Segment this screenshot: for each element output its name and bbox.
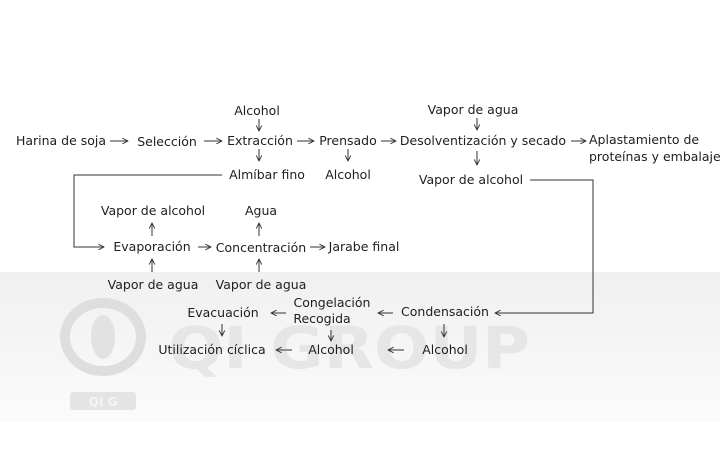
- node-alcohol-prensado: Alcohol: [325, 167, 371, 182]
- node-harina-de-soja: Harina de soja: [16, 133, 106, 148]
- node-jarabe-final: Jarabe final: [328, 239, 400, 254]
- arrows: [73, 118, 594, 350]
- company-logo-icon: [60, 298, 146, 410]
- node-aplastamiento-line2: proteínas y embalaje: [589, 149, 720, 164]
- node-vapor-de-agua-conc: Vapor de agua: [216, 277, 307, 292]
- node-evaporacion: Evaporación: [113, 239, 190, 254]
- node-vapor-de-alcohol-right: Vapor de alcohol: [419, 172, 523, 187]
- node-vapor-de-alcohol-evap: Vapor de alcohol: [101, 203, 205, 218]
- connector-vapor-condensacion: [495, 179, 594, 313]
- node-evacuacion: Evacuación: [187, 305, 258, 320]
- node-extraccion: Extracción: [227, 133, 293, 148]
- node-agua: Agua: [245, 203, 277, 218]
- node-congelacion: Congelación: [294, 295, 371, 310]
- node-seleccion: Selección: [137, 134, 197, 149]
- node-vapor-de-agua-top: Vapor de agua: [428, 102, 519, 117]
- node-recogida: Recogida: [293, 311, 350, 326]
- node-alcohol-condensacion: Alcohol: [422, 342, 468, 357]
- node-alcohol-recogida: Alcohol: [308, 342, 354, 357]
- node-concentracion: Concentración: [216, 240, 306, 255]
- watermark-brand-text: QI GROUP: [168, 314, 530, 382]
- node-condensacion: Condensación: [401, 304, 489, 319]
- watermark-badge-text: QI G: [89, 395, 118, 409]
- node-prensado: Prensado: [319, 133, 377, 148]
- node-alcohol-input: Alcohol: [234, 103, 280, 118]
- node-almibar-fino: Almíbar fino: [229, 167, 305, 182]
- node-aplastamiento-line1: Aplastamiento de: [589, 132, 699, 147]
- watermark: QI G QI GROUP: [60, 298, 530, 410]
- node-vapor-de-agua-evap: Vapor de agua: [108, 277, 199, 292]
- node-desolventizacion: Desolventización y secado: [400, 133, 566, 148]
- labels: Harina de soja Selección Alcohol Extracc…: [16, 102, 720, 357]
- node-utilizacion-ciclica: Utilización cíclica: [158, 342, 265, 357]
- connector-almibar-evaporacion: [73, 174, 222, 247]
